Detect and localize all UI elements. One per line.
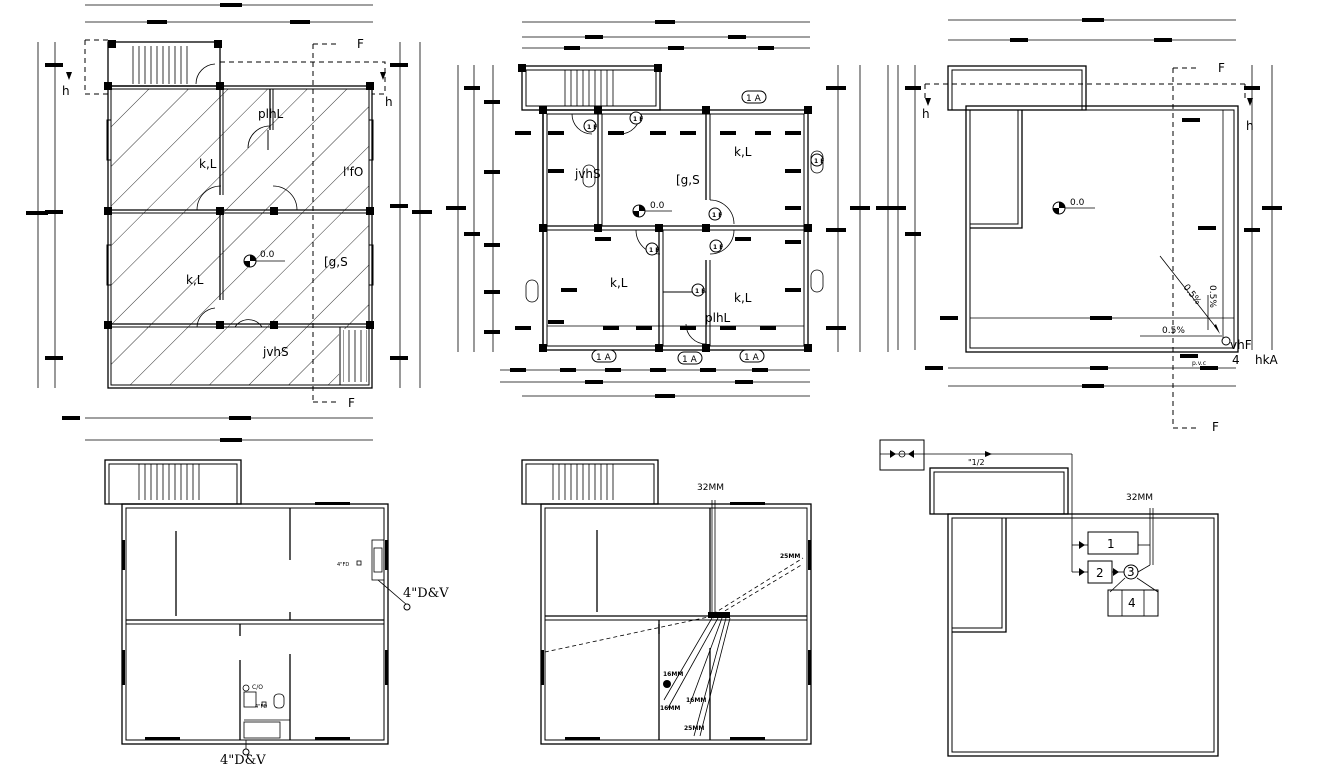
plan-1-room-left-upper: k,L [199,157,217,171]
plan-5-pipe-4: 16MM [686,697,706,704]
plan-2-dimensions [446,20,896,398]
plan-2-level-icon [632,204,672,218]
plan-2-floor: 1 F 1 F 1 F 1 F 1 F 1 F 1 F 1 A 1 A 1 A … [446,20,896,398]
plan-6-inlet: "1/2 [968,458,985,467]
plan-3-level: 0.0 [1070,198,1085,208]
plan-5-main-pipe: 32MM [697,483,724,493]
plan-1-level: 0.0 [260,250,275,260]
plan-3-corner-num: 4 [1232,353,1240,367]
plan-2-window-tags: 1 A 1 A 1 A 1 A [591,90,767,365]
plan-1-columns [104,82,374,329]
plan-2-room-5: k,L [734,291,752,305]
plan-5-pipe-2: 16MM [663,671,683,678]
window-tag: 1 A [682,355,698,365]
plan-3-corner-label: hkA [1255,353,1279,367]
door-mark: 1 F [649,247,659,254]
plan-2-room-2: [g,S [676,173,700,187]
window-tag: 1 A [746,94,762,104]
plan-2-door-marks: 1 F 1 F 1 F 1 F 1 F 1 F 1 F [583,111,824,297]
plan-3-section-bottom: F [1212,420,1219,434]
plan-3-level-icon [1052,201,1095,215]
plan-5-pipe-3: 16MM [660,705,680,712]
plan-1-ground-floor: plhL l'fO k,L k,L [g,S jvhS 0.0 F F h h [26,3,432,442]
plan-1-room-right-lower: [g,S [324,255,348,269]
plan-2-room-3: k,L [734,145,752,159]
door-mark: 1 F [712,212,722,219]
plan-1-section-bottom: F [348,396,355,410]
plan-2-level: 0.0 [650,201,665,211]
door-mark: 1 F [633,116,643,123]
door-mark: 1 F [713,244,723,251]
plan-5-water-supply: 32MM 25MM 16MM 16MM 16MM 25MM [521,459,812,745]
plan-1-marker-left: h [62,84,70,98]
plan-3-marker-left: h [922,107,930,121]
window-tag: 1 A [744,353,760,363]
plan-2-columns [539,106,812,352]
plan-1-room-bottom: jvhS [262,345,289,359]
plan-2-room-6: plhL [705,311,731,325]
plan-4-fd2-label: 4"FD [255,704,267,710]
plan-3-marker-right: h [1246,119,1254,133]
plan-1-section-top: F [357,37,364,51]
plan-1-room-right-upper: l'fO [343,165,363,179]
plan-2-room-1: jvhS [574,167,601,181]
plan-5-pipe-1: 25MM [780,553,800,560]
plan-6-box-3: 3 [1127,565,1135,579]
plan-3-section-top: F [1218,61,1225,75]
plan-6-box-2: 2 [1096,566,1104,580]
plan-6-box-1: 1 [1107,537,1115,551]
door-mark: 1 F [695,288,705,295]
plan-3-slope-2: 0.5% [1207,285,1217,308]
plan-5-pipe-5: 25MM [684,725,704,732]
plan-3-roof: 0.0 0.5% 0.5% 0.5% vhF 4 hkA p.v.c F F h… [886,18,1282,434]
plan-3-slope-3: 0.5% [1162,326,1185,336]
window-tag: 1 A [596,353,612,363]
plan-3-dimensions [886,18,1282,388]
plan-4-dv-bottom: 4"D&V [220,753,266,765]
plan-2-room-4: k,L [610,276,628,290]
plan-1-room-left-lower: k,L [186,273,204,287]
plan-3-outlet-label: vhF [1230,338,1252,352]
plan-4-fd-label: 4"FD [337,562,349,568]
plan-1-dimensions [26,3,432,442]
plan-1-level-icon [243,254,285,268]
plan-3-pvc: p.v.c [1192,360,1206,367]
plan-6-box-4: 4 [1128,596,1136,610]
plan-4-co-label: C/O [252,684,263,691]
plan-1-marker-right: h [385,95,393,109]
plan-6-tank-schematic: "1/2 32MM 1 2 3 4 [879,439,1219,757]
plan-4-dv-top: 4"D&V [403,586,449,601]
plan-4-drainage: 4"FD 4"D&V C/O 4"FD 4"D&V [104,459,449,768]
door-mark: 1 F [587,124,597,131]
plan-3-slope-1: 0.5% [1181,283,1203,308]
plan-1-room-top: plhL [258,107,284,121]
door-mark: 1 F [814,158,824,165]
plan-6-main-pipe: 32MM [1126,493,1153,503]
plan-2-inner-dims [515,131,801,330]
